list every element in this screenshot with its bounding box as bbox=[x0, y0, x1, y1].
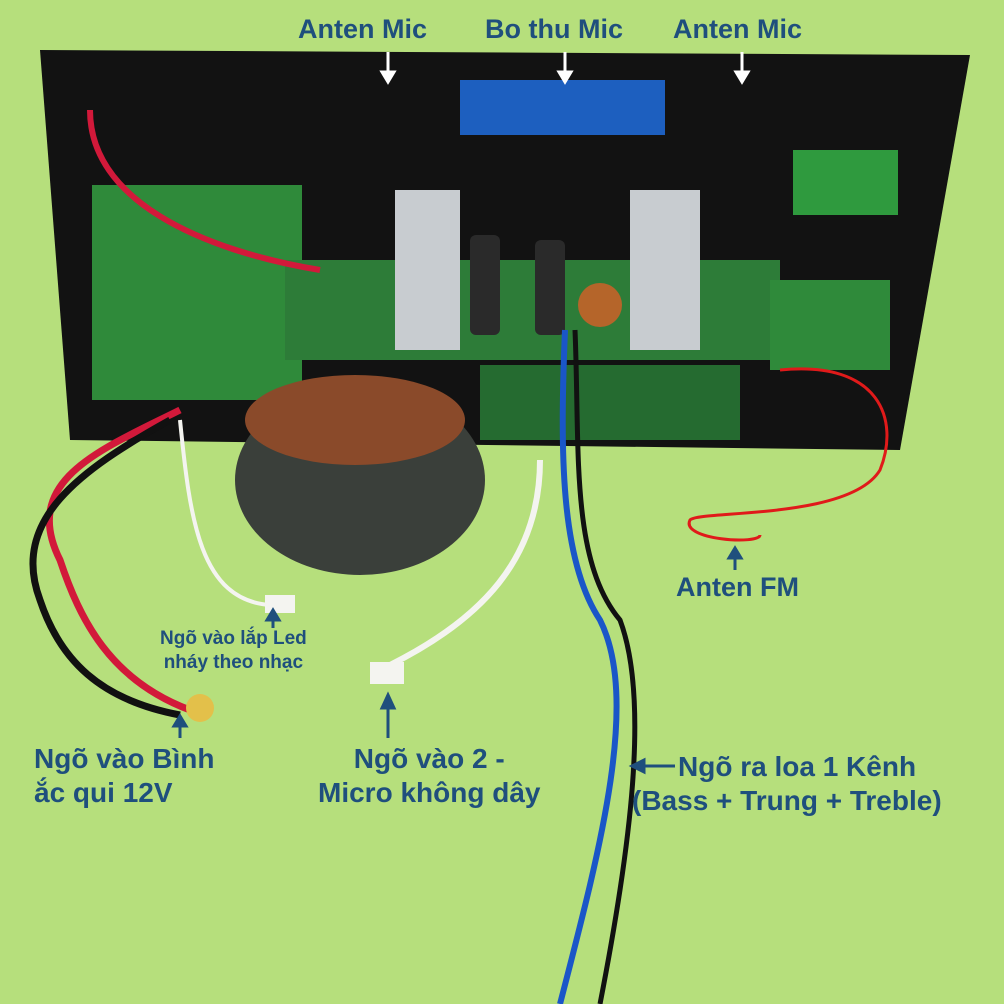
label-anten-fm: Anten FM bbox=[676, 572, 799, 602]
heatsink-left bbox=[395, 190, 460, 350]
label-anten-mic-right: Anten Mic bbox=[673, 14, 803, 44]
red-wire bbox=[87, 109, 321, 273]
power-pcb bbox=[92, 185, 302, 400]
control-board bbox=[770, 280, 890, 370]
inductor-coil bbox=[578, 283, 622, 327]
mic-input-wire bbox=[388, 459, 543, 668]
speaker-wire-blue bbox=[557, 329, 620, 1004]
label-line: Ngõ ra loa 1 Kênh bbox=[678, 751, 917, 782]
capacitor bbox=[470, 235, 500, 335]
main-pcb bbox=[285, 260, 780, 360]
label-line: Ngõ vào Bình bbox=[34, 743, 215, 774]
battery-wire-black bbox=[29, 416, 181, 719]
led-wire bbox=[178, 419, 271, 607]
label-led-input: Ngõ vào lắp Led nháy theo nhạc bbox=[160, 627, 307, 675]
fm-board bbox=[793, 150, 898, 215]
label-line: Ngõ vào 2 - bbox=[353, 743, 505, 774]
battery-terminal bbox=[186, 694, 214, 722]
heatsink-right bbox=[630, 190, 700, 350]
label-bo-thu-mic: Bo thu Mic bbox=[485, 14, 623, 44]
label-mic-input: Ngõ vào 2 - Micro không dây bbox=[318, 742, 540, 810]
led-connector bbox=[265, 595, 295, 613]
mic-connector bbox=[370, 662, 404, 684]
speaker-wire-black bbox=[572, 329, 638, 1004]
label-line: Micro không dây bbox=[318, 777, 541, 808]
arrow-icons bbox=[379, 52, 751, 85]
capacitor bbox=[535, 240, 565, 335]
label-line: nháy theo nhạc bbox=[163, 652, 304, 673]
battery-wire-red bbox=[45, 406, 192, 714]
transformer-copper bbox=[245, 375, 465, 465]
label-anten-mic-left: Anten Mic bbox=[298, 14, 428, 44]
fm-antenna-wire bbox=[687, 367, 889, 542]
label-battery-input: Ngõ vào Bình ắc qui 12V bbox=[34, 742, 214, 810]
label-line: ắc qui 12V bbox=[34, 777, 173, 808]
mic-receiver-board bbox=[460, 80, 665, 135]
label-speaker-output: Ngõ ra loa 1 Kênh (Bass + Trung + Treble… bbox=[632, 750, 942, 818]
lower-pcb bbox=[480, 365, 740, 440]
label-line: (Bass + Trung + Treble) bbox=[632, 785, 942, 816]
label-line: Ngõ vào lắp Led bbox=[160, 628, 307, 649]
